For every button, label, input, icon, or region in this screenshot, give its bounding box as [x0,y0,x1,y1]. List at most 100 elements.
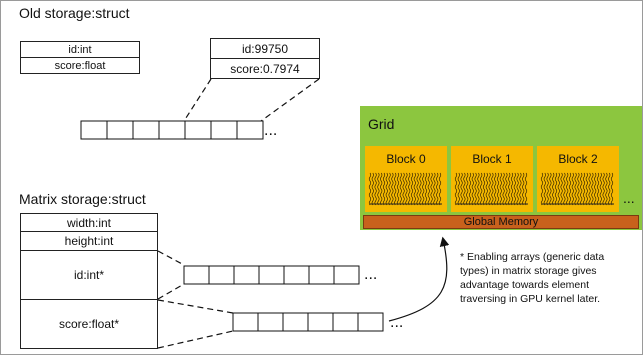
block-2-threads [540,172,614,206]
thread-squiggle [405,172,408,182]
id-array-cell [283,265,310,285]
thread-squiggle [430,180,433,190]
thread-squiggle [560,172,563,182]
thread-squiggle [568,180,572,190]
thread-squiggle [513,180,516,190]
thread-squiggle [454,180,458,190]
id-array-cell [183,265,210,285]
thread-squiggle [427,172,430,182]
thread-squiggle [368,180,372,190]
thread-squiggle [413,172,416,182]
thread-squiggle [599,180,602,190]
thread-squiggle [524,188,528,198]
thread-squiggle [540,180,544,190]
block-1: Block 1 [451,146,533,212]
thread-squiggle [502,188,505,198]
thread-squiggle [543,172,546,182]
thread-squiggle [488,180,491,190]
thread-squiggle [436,188,439,198]
thread-squiggle [405,188,408,198]
old-array-cell [80,120,108,140]
thread-squiggle [488,172,491,182]
thread-squiggle [463,180,466,190]
thread-squiggle [546,172,549,182]
thread-squiggle [580,180,583,190]
thread-squiggle [413,188,416,198]
thread-squiggle [402,172,405,182]
thread-squiggle [460,172,463,182]
thread-squiggle [513,172,516,182]
thread-squiggle [396,188,400,198]
thread-squiggle [491,172,494,182]
thread-squiggle [546,188,549,198]
thread-squiggle [549,188,552,198]
thread-squiggle [540,172,544,182]
thread-squiggle [468,188,472,198]
thread-squiggle [605,188,608,198]
thread-squiggle [368,172,372,182]
thread-squiggle [396,172,400,182]
thread-squiggle [502,172,505,182]
global-memory-label: Global Memory [463,216,539,228]
thread-squiggle [468,172,472,182]
thread-squiggle [374,188,377,198]
block-0: Block 0 [365,146,447,212]
thread-squiggle [585,188,588,198]
thread-squiggle [502,180,505,190]
thread-squiggle [424,180,428,190]
thread-squiggle [466,188,469,198]
score-array-cell [282,312,309,332]
thread-squiggle [382,188,386,198]
old-array-cell [236,120,264,140]
thread-squiggle [563,172,566,182]
thread-squiggle [374,180,377,190]
block-0-label: Block 0 [386,152,426,166]
thread-squiggle [477,180,480,190]
score-array-cell [332,312,359,332]
id-array-cell [233,265,260,285]
thread-squiggle [371,172,374,182]
thread-squiggle [399,180,402,190]
thread-squiggle [419,172,422,182]
thread-squiggle [427,188,430,198]
thread-squiggle [391,172,394,182]
thread-squiggle [577,188,580,198]
thread-squiggle [382,180,386,190]
thread-squiggle [474,180,477,190]
thread-squiggle [596,180,600,190]
block-0-threads [368,172,442,206]
thread-squiggle [610,188,614,198]
thread-squiggle [554,180,558,190]
thread-squiggle [491,180,494,190]
thread-squiggle [457,188,460,198]
thread-squiggle [505,180,508,190]
score-array-cell [257,312,284,332]
thread-squiggle [608,188,611,198]
id-array-cell [333,265,360,285]
thread-squiggle [499,172,502,182]
old-storage-title: Old storage:struct [19,5,130,21]
thread-squiggle [460,188,463,198]
thread-squiggle [488,188,491,198]
thread-squiggle [522,188,525,198]
thread-squiggle [480,172,483,182]
thread-squiggle [499,180,502,190]
thread-squiggle [410,180,414,190]
thread-squiggle [588,188,591,198]
thread-squiggle [494,188,497,198]
score-array [232,312,384,332]
thread-squiggle [588,172,591,182]
thread-squiggle [546,180,549,190]
score-array-ellipsis: ... [390,314,403,331]
thread-squiggle [466,172,469,182]
old-array [80,120,264,140]
thread-squiggle [582,180,586,190]
thread-squiggle [591,188,594,198]
thread-squiggle [438,172,442,182]
thread-squiggle [382,172,386,182]
thread-squiggle [602,188,605,198]
id-array-ellipsis: ... [364,266,377,283]
thread-squiggle [510,180,514,190]
thread-squiggle [605,180,608,190]
thread-squiggle [485,180,488,190]
